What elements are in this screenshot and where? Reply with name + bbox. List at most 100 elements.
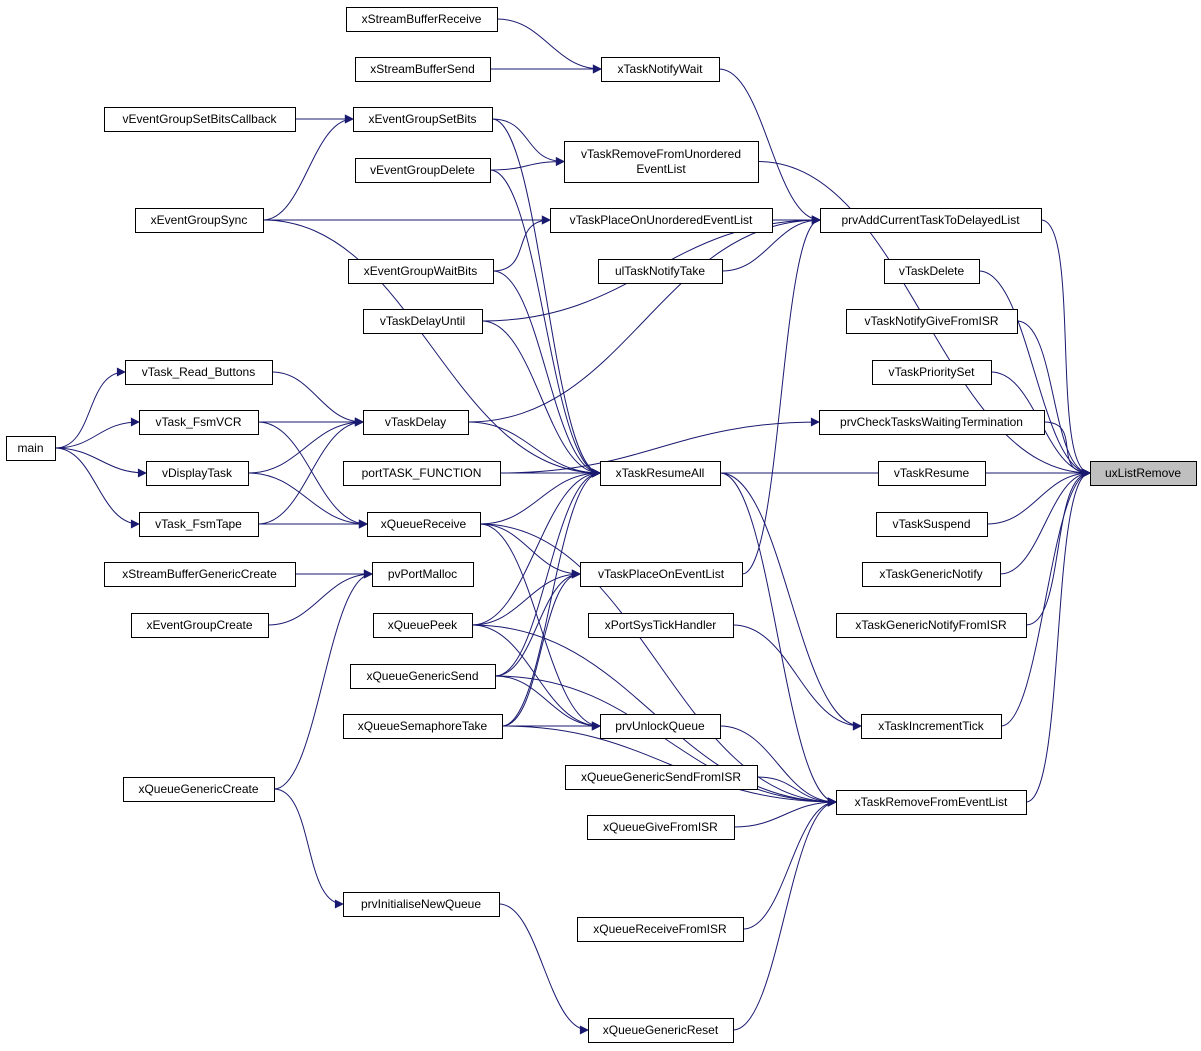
node-v-task-priority-set[interactable]: vTaskPrioritySet: [872, 360, 992, 385]
node-v-task-delete[interactable]: vTaskDelete: [884, 259, 980, 284]
node-main[interactable]: main: [6, 436, 56, 461]
node-box: [846, 309, 1018, 334]
edge-x-queue-receive-to-v-task-place-on-event-list: [479, 523, 581, 579]
node-x-task-generic-notify[interactable]: xTaskGenericNotify: [862, 562, 1001, 587]
edge-main-to-v-task-fsm-tape: [54, 447, 140, 529]
node-x-event-group-set-bits[interactable]: xEventGroupSetBits: [353, 107, 493, 132]
node-v-task-read-buttons[interactable]: vTask_Read_Buttons: [125, 360, 273, 385]
edge-x-task-resume-all-to-x-task-remove-from-event-list: [719, 472, 837, 807]
node-x-queue-generic-send-from-isr[interactable]: xQueueGenericSendFromISR: [565, 765, 758, 790]
node-x-task-remove-from-event-list[interactable]: xTaskRemoveFromEventList: [836, 790, 1027, 815]
node-v-task-fsm-vcr[interactable]: vTask_FsmVCR: [139, 410, 259, 435]
edge-v-task-notify-give-from-isr-to-ux-list-remove: [1016, 320, 1091, 478]
node-prv-check-tasks-waiting-termination[interactable]: prvCheckTasksWaitingTermination: [819, 410, 1045, 435]
node-box: [372, 562, 474, 587]
node-box: [601, 57, 720, 82]
node-pv-port-malloc[interactable]: pvPortMalloc: [372, 562, 474, 587]
node-box: [363, 309, 483, 334]
node-v-task-delay[interactable]: vTaskDelay: [363, 410, 469, 435]
node-box: [577, 917, 744, 942]
node-x-stream-buffer-send[interactable]: xStreamBufferSend: [355, 57, 491, 82]
node-box: [588, 613, 734, 638]
node-x-stream-buffer-receive[interactable]: xStreamBufferReceive: [346, 7, 498, 32]
node-x-queue-generic-create[interactable]: xQueueGenericCreate: [123, 777, 275, 802]
node-x-queue-receive-from-isr[interactable]: xQueueReceiveFromISR: [577, 917, 744, 942]
node-label: xQueueGenericCreate: [138, 782, 258, 796]
node-v-task-place-on-event-list[interactable]: vTaskPlaceOnEventList: [580, 562, 743, 587]
node-label: xEventGroupSync: [151, 213, 248, 227]
edge-prv-unlock-queue-to-x-task-remove-from-event-list: [719, 725, 837, 807]
node-label: portTASK_FUNCTION: [362, 466, 482, 480]
node-v-event-group-set-bits-callback[interactable]: vEventGroupSetBitsCallback: [104, 107, 296, 132]
node-ux-list-remove[interactable]: uxListRemove: [1090, 461, 1197, 486]
node-x-port-sys-tick-handler[interactable]: xPortSysTickHandler: [588, 613, 734, 638]
node-v-task-suspend[interactable]: vTaskSuspend: [876, 512, 988, 537]
node-label: xQueueGenericSendFromISR: [581, 770, 741, 784]
node-box: [564, 141, 759, 183]
node-prv-initialise-new-queue[interactable]: prvInitialiseNewQueue: [343, 892, 500, 917]
edge-v-display-task-to-v-task-delay: [247, 417, 364, 474]
node-v-display-task[interactable]: vDisplayTask: [146, 461, 249, 486]
node-x-queue-give-from-isr[interactable]: xQueueGiveFromISR: [587, 815, 735, 840]
node-x-queue-generic-reset[interactable]: xQueueGenericReset: [588, 1018, 734, 1043]
node-label: vTaskDelayUntil: [380, 314, 465, 328]
node-x-queue-peek[interactable]: xQueuePeek: [373, 613, 473, 638]
node-box: [343, 892, 500, 917]
node-v-event-group-delete[interactable]: vEventGroupDelete: [355, 158, 491, 183]
node-x-queue-receive[interactable]: xQueueReceive: [367, 512, 481, 537]
node-prv-add-current-task-to-delayed-list[interactable]: prvAddCurrentTaskToDelayedList: [820, 208, 1042, 233]
edge-v-task-suspend-to-ux-list-remove: [986, 468, 1091, 525]
node-box: [104, 107, 296, 132]
node-label: ulTaskNotifyTake: [615, 264, 705, 278]
node-box: [565, 765, 758, 790]
node-v-task-notify-give-from-isr[interactable]: vTaskNotifyGiveFromISR: [846, 309, 1018, 334]
edge-prv-check-tasks-waiting-termination-to-ux-list-remove: [1043, 421, 1091, 478]
edge-x-queue-receive-to-x-task-remove-from-event-list: [479, 523, 837, 807]
node-ul-task-notify-take[interactable]: ulTaskNotifyTake: [598, 259, 723, 284]
node-box: [550, 208, 773, 233]
node-x-queue-semaphore-take[interactable]: xQueueSemaphoreTake: [343, 714, 503, 739]
node-x-task-notify-wait[interactable]: xTaskNotifyWait: [601, 57, 720, 82]
node-v-task-place-on-unordered-event-list[interactable]: vTaskPlaceOnUnorderedEventList: [550, 208, 773, 233]
node-box: [598, 259, 723, 284]
node-box: [139, 512, 259, 537]
node-label: prvUnlockQueue: [615, 719, 705, 733]
node-label: vTaskNotifyGiveFromISR: [864, 314, 998, 328]
edge-v-task-fsm-vcr-to-x-queue-receive: [257, 421, 368, 529]
node-x-event-group-wait-bits[interactable]: xEventGroupWaitBits: [348, 259, 494, 284]
node-x-stream-buffer-generic-create[interactable]: xStreamBufferGenericCreate: [104, 562, 296, 587]
edge-x-stream-buffer-receive-to-x-task-notify-wait: [496, 18, 602, 74]
node-label: xQueueGenericReset: [603, 1023, 719, 1037]
node-label: xEventGroupWaitBits: [364, 264, 478, 278]
edge-x-event-group-wait-bits-to-x-task-resume-all: [492, 270, 601, 478]
edge-x-queue-generic-send-to-x-task-resume-all: [494, 468, 601, 677]
edge-v-task-delete-to-ux-list-remove: [978, 270, 1091, 478]
edge-prv-add-current-task-to-delayed-list-to-ux-list-remove: [1040, 219, 1091, 478]
node-x-task-generic-notify-from-isr[interactable]: xTaskGenericNotifyFromISR: [836, 613, 1027, 638]
node-v-task-fsm-tape[interactable]: vTask_FsmTape: [139, 512, 259, 537]
edge-x-queue-give-from-isr-to-x-task-remove-from-event-list: [733, 797, 837, 828]
node-x-task-resume-all[interactable]: xTaskResumeAll: [600, 461, 721, 486]
edge-x-task-increment-tick-to-ux-list-remove: [1000, 468, 1091, 727]
node-box: [104, 562, 296, 587]
node-box: [836, 613, 1027, 638]
node-label: vTask_FsmTape: [155, 517, 242, 531]
edge-x-event-group-set-bits-to-x-task-resume-all: [491, 118, 601, 478]
edge-x-queue-receive-to-x-task-resume-all: [479, 468, 601, 525]
node-prv-unlock-queue[interactable]: prvUnlockQueue: [600, 714, 721, 739]
node-x-task-increment-tick[interactable]: xTaskIncrementTick: [861, 714, 1002, 739]
edge-port-task-function-to-prv-check-tasks-waiting-termination: [499, 417, 820, 474]
node-x-event-group-sync[interactable]: xEventGroupSync: [135, 208, 264, 233]
node-v-task-delay-until[interactable]: vTaskDelayUntil: [363, 309, 483, 334]
node-label: xTaskIncrementTick: [878, 719, 985, 733]
node-box: [862, 562, 1001, 587]
node-port-task-function[interactable]: portTASK_FUNCTION: [343, 461, 501, 486]
node-label: xQueuePeek: [388, 618, 458, 632]
node-x-queue-generic-send[interactable]: xQueueGenericSend: [350, 664, 496, 689]
node-x-event-group-create[interactable]: xEventGroupCreate: [131, 613, 269, 638]
node-v-task-resume[interactable]: vTaskResume: [878, 461, 986, 486]
node-box: [884, 259, 980, 284]
node-box: [131, 613, 269, 638]
